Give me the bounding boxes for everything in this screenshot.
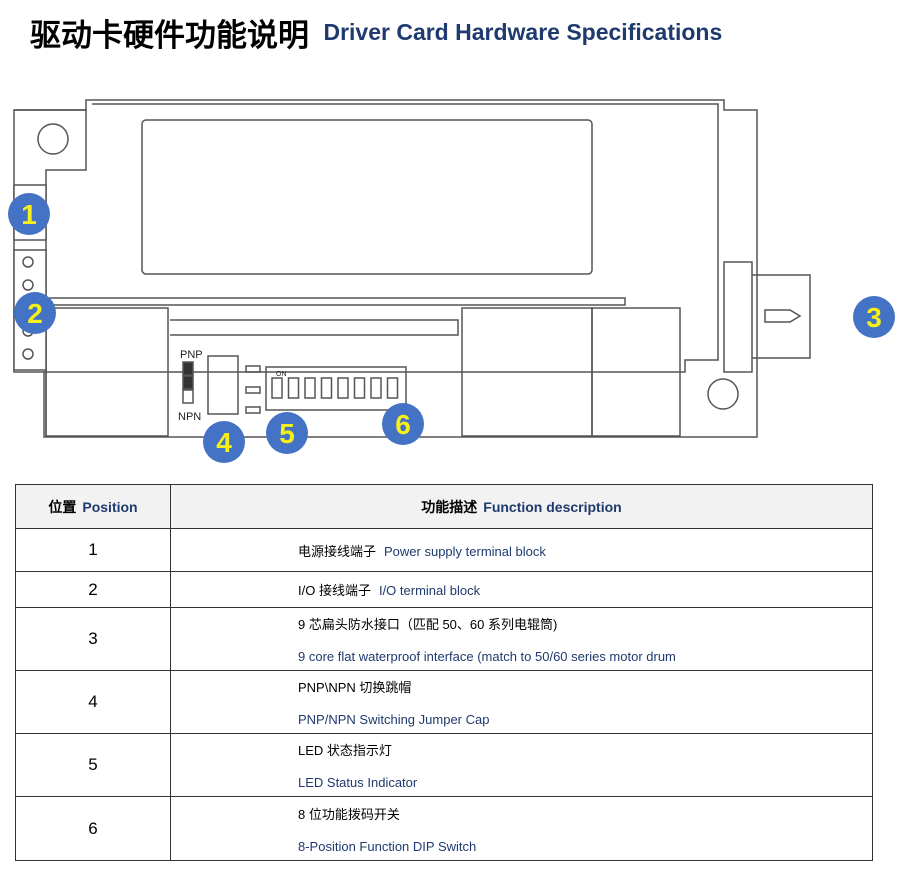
callout-number: 2 (27, 298, 43, 329)
position-cell: 3 (15, 607, 171, 671)
device-outline (13, 99, 758, 438)
position-cell: 2 (15, 571, 171, 608)
title-cn: 驱动卡硬件功能说明 (30, 18, 309, 53)
npn-label: NPN (178, 411, 201, 423)
position-cell: 5 (15, 733, 171, 797)
position-cell: 4 (15, 670, 171, 734)
description-cell: 电源接线端子 Power supply terminal block (170, 528, 873, 572)
table-row: 2 I/O 接线端子 I/O terminal block (15, 571, 873, 608)
header-pos-en: Position (82, 498, 138, 515)
desc-cn: PNP\NPN 切换跳帽 (298, 680, 412, 695)
desc-cn: I/O 接线端子 (298, 583, 371, 598)
jumper: PNP NPN (178, 349, 239, 423)
header-func-en: Function description (483, 498, 622, 515)
dip-switch-4 (320, 377, 333, 399)
desc-cn: 9 芯扁头防水接口（匹配 50、60 系列电辊筒) (298, 617, 558, 632)
title-en: Driver Card Hardware Specifications (323, 19, 723, 45)
dip-switch-2 (287, 377, 300, 399)
callout-number: 3 (866, 302, 882, 333)
desc-cn: LED 状态指示灯 (298, 743, 392, 758)
table-row: 6 8 位功能拨码开关 8-Position Function DIP Switc… (15, 796, 873, 861)
position-cell: 6 (15, 796, 171, 861)
page-title: 驱动卡硬件功能说明 Driver Card Hardware Specifica… (30, 10, 722, 55)
callout-3: 3 (853, 296, 895, 338)
position-cell: 1 (15, 528, 171, 572)
callout-1: 1 (8, 193, 50, 235)
table-row: 1 电源接线端子 Power supply terminal block (15, 528, 873, 572)
callout-5: 5 (266, 412, 308, 454)
desc-en: I/O terminal block (378, 583, 481, 598)
desc-en: PNP/NPN Switching Jumper Cap (298, 712, 490, 727)
dip-switch-6 (353, 377, 366, 399)
description-cell: 9 芯扁头防水接口（匹配 50、60 系列电辊筒) 9 core flat wat… (170, 607, 873, 671)
callout-number: 6 (395, 409, 411, 440)
table-header: 位置 Position 功能描述 Function description (15, 484, 873, 529)
desc-cn: 电源接线端子 (298, 543, 377, 559)
desc-en: 8-Position Function DIP Switch (298, 838, 477, 854)
waterproof-connector (723, 261, 811, 373)
desc-en: 9 core flat waterproof interface (match … (298, 649, 676, 664)
callout-number: 4 (216, 427, 232, 458)
header-func-cn: 功能描述 (421, 498, 478, 515)
callout-2: 2 (14, 292, 56, 334)
description-cell: PNP\NPN 切换跳帽 PNP/NPN Switching Jumper Cap (170, 670, 873, 734)
callout-6: 6 (382, 403, 424, 445)
driver-card-diagram: PNP NPN ON 1 2 3 4 5 6 (8, 99, 895, 463)
description-cell: I/O 接线端子 I/O terminal block (170, 571, 873, 608)
callout-number: 1 (21, 199, 37, 230)
leds (245, 365, 261, 414)
header-pos-cn: 位置 (48, 498, 77, 515)
dip-switch-7 (370, 377, 382, 399)
pnp-label: PNP (180, 349, 203, 361)
table-row: 5 LED 状态指示灯 LED Status Indicator (15, 733, 873, 797)
callouts: 1 2 3 4 5 6 (8, 193, 895, 463)
table-row: 3 9 芯扁头防水接口（匹配 50、60 系列电辊筒) 9 core flat w… (15, 607, 873, 671)
desc-en: LED Status Indicator (298, 775, 418, 790)
description-cell: 8 位功能拨码开关 8-Position Function DIP Switch (170, 796, 873, 861)
spec-table: 位置 Position 功能描述 Function description 1 电源… (15, 484, 873, 861)
dip-switch: ON (265, 366, 407, 411)
description-cell: LED 状态指示灯 LED Status Indicator (170, 733, 873, 797)
on-label: ON (276, 371, 287, 378)
table-row: 4 PNP\NPN 切换跳帽 PNP/NPN Switching Jumper C… (15, 670, 873, 734)
desc-en: Power supply terminal block (384, 543, 546, 559)
dip-switch-8 (386, 377, 399, 399)
desc-cn: 8 位功能拨码开关 (298, 806, 400, 822)
callout-number: 5 (279, 418, 295, 449)
dip-switch-3 (304, 377, 316, 399)
callout-4: 4 (203, 421, 245, 463)
dip-switch-5 (337, 377, 349, 399)
dip-switch-1 (271, 377, 283, 399)
